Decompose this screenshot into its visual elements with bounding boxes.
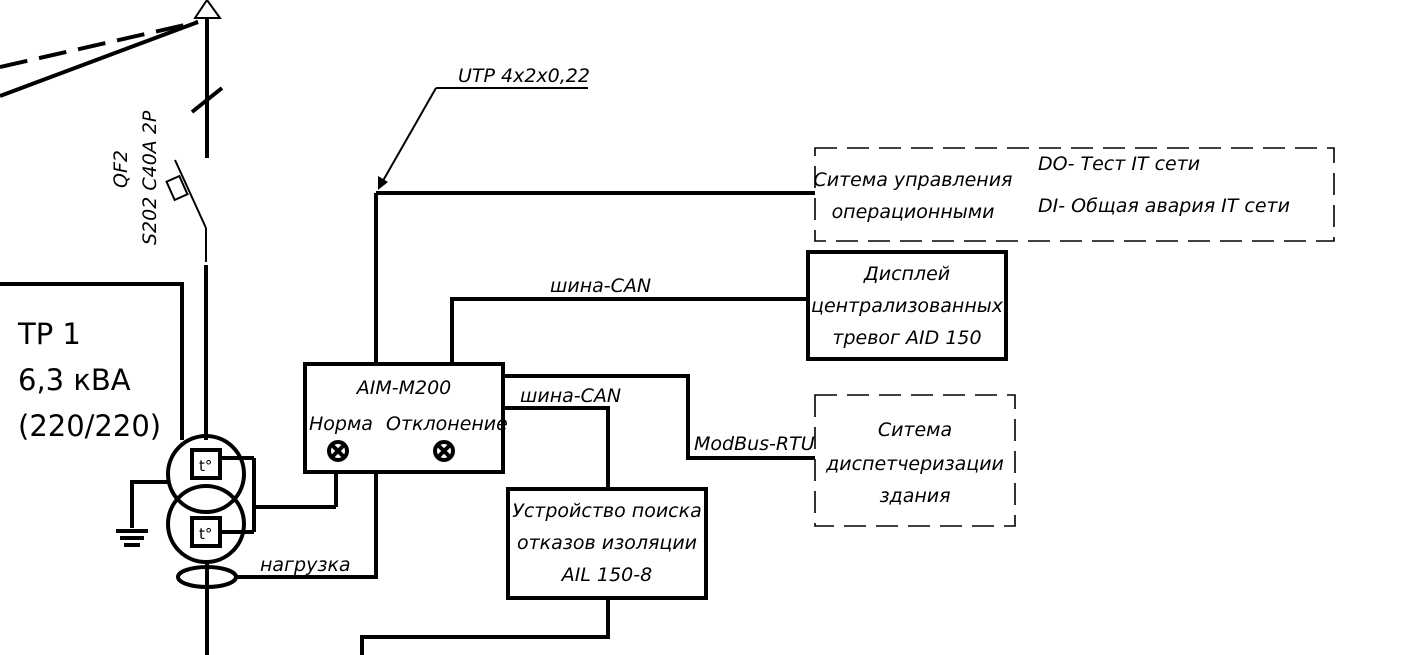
display-line3: тревог AID 150 xyxy=(832,327,981,349)
can-bus-1-label: шина-CAN xyxy=(550,275,651,297)
load-label: нагрузка xyxy=(260,554,351,576)
can-bus-1-wire xyxy=(450,297,808,364)
ops-system-line2: операционными xyxy=(832,201,995,223)
do-signal-label: DO- Тест IT сети xyxy=(1038,153,1200,175)
temp-sensor-1-label: t° xyxy=(199,457,212,475)
cable-label: UTP 4x2x0,22 xyxy=(458,65,590,87)
dispatch-line3: здания xyxy=(879,485,950,507)
fault-finder-line3: AIL 150-8 xyxy=(560,564,652,586)
transformer-frame xyxy=(0,282,184,440)
breaker-symbol xyxy=(165,159,208,440)
top-triangle-symbol xyxy=(0,0,222,98)
transformer-power: 6,3 кВА xyxy=(18,363,131,397)
di-signal-label: DI- Общая авария IT сети xyxy=(1038,195,1290,217)
dispatch-line1: Ситема xyxy=(878,419,952,441)
temp-sensor-2-label: t° xyxy=(199,525,212,543)
breaker-model: S202 C40A 2P xyxy=(139,110,161,245)
display-line1: Дисплей xyxy=(863,263,950,285)
deviation-lamp-icon xyxy=(433,440,455,462)
transformer-name: ТР 1 xyxy=(17,317,81,351)
modbus-label: ModBus-RTU xyxy=(694,433,815,455)
fault-finder-line1: Устройство поиска xyxy=(512,500,701,522)
ground-symbol xyxy=(116,480,168,547)
dispatch-line2: диспетчеризации xyxy=(825,453,1004,475)
display-line2: централизованных xyxy=(811,295,1004,317)
display-box xyxy=(806,250,1008,361)
utp-leader-arrow xyxy=(378,87,588,190)
aim-title: AIM-M200 xyxy=(355,377,452,399)
modbus-wire xyxy=(503,374,815,460)
ops-system-line1: Ситема управления xyxy=(814,169,1013,191)
fault-finder-output-wire xyxy=(360,598,610,655)
fault-finder-line2: отказов изоляции xyxy=(517,532,697,554)
aim-norm-label: Норма xyxy=(309,413,373,435)
breaker-name: QF2 xyxy=(110,150,132,188)
dispatch-box xyxy=(814,394,1016,527)
norm-lamp-icon xyxy=(327,440,349,462)
load-wire xyxy=(236,472,378,579)
supply-line xyxy=(190,18,224,158)
aim-device-box xyxy=(303,362,505,474)
can-bus-2-wire xyxy=(503,406,610,489)
can-bus-2-label: шина-CAN xyxy=(520,385,621,407)
ops-system-box xyxy=(814,147,1335,242)
transformer-symbol xyxy=(166,434,338,564)
aim-deviation-label: Отклонение xyxy=(386,413,508,435)
transformer-voltage: (220/220) xyxy=(18,409,161,443)
